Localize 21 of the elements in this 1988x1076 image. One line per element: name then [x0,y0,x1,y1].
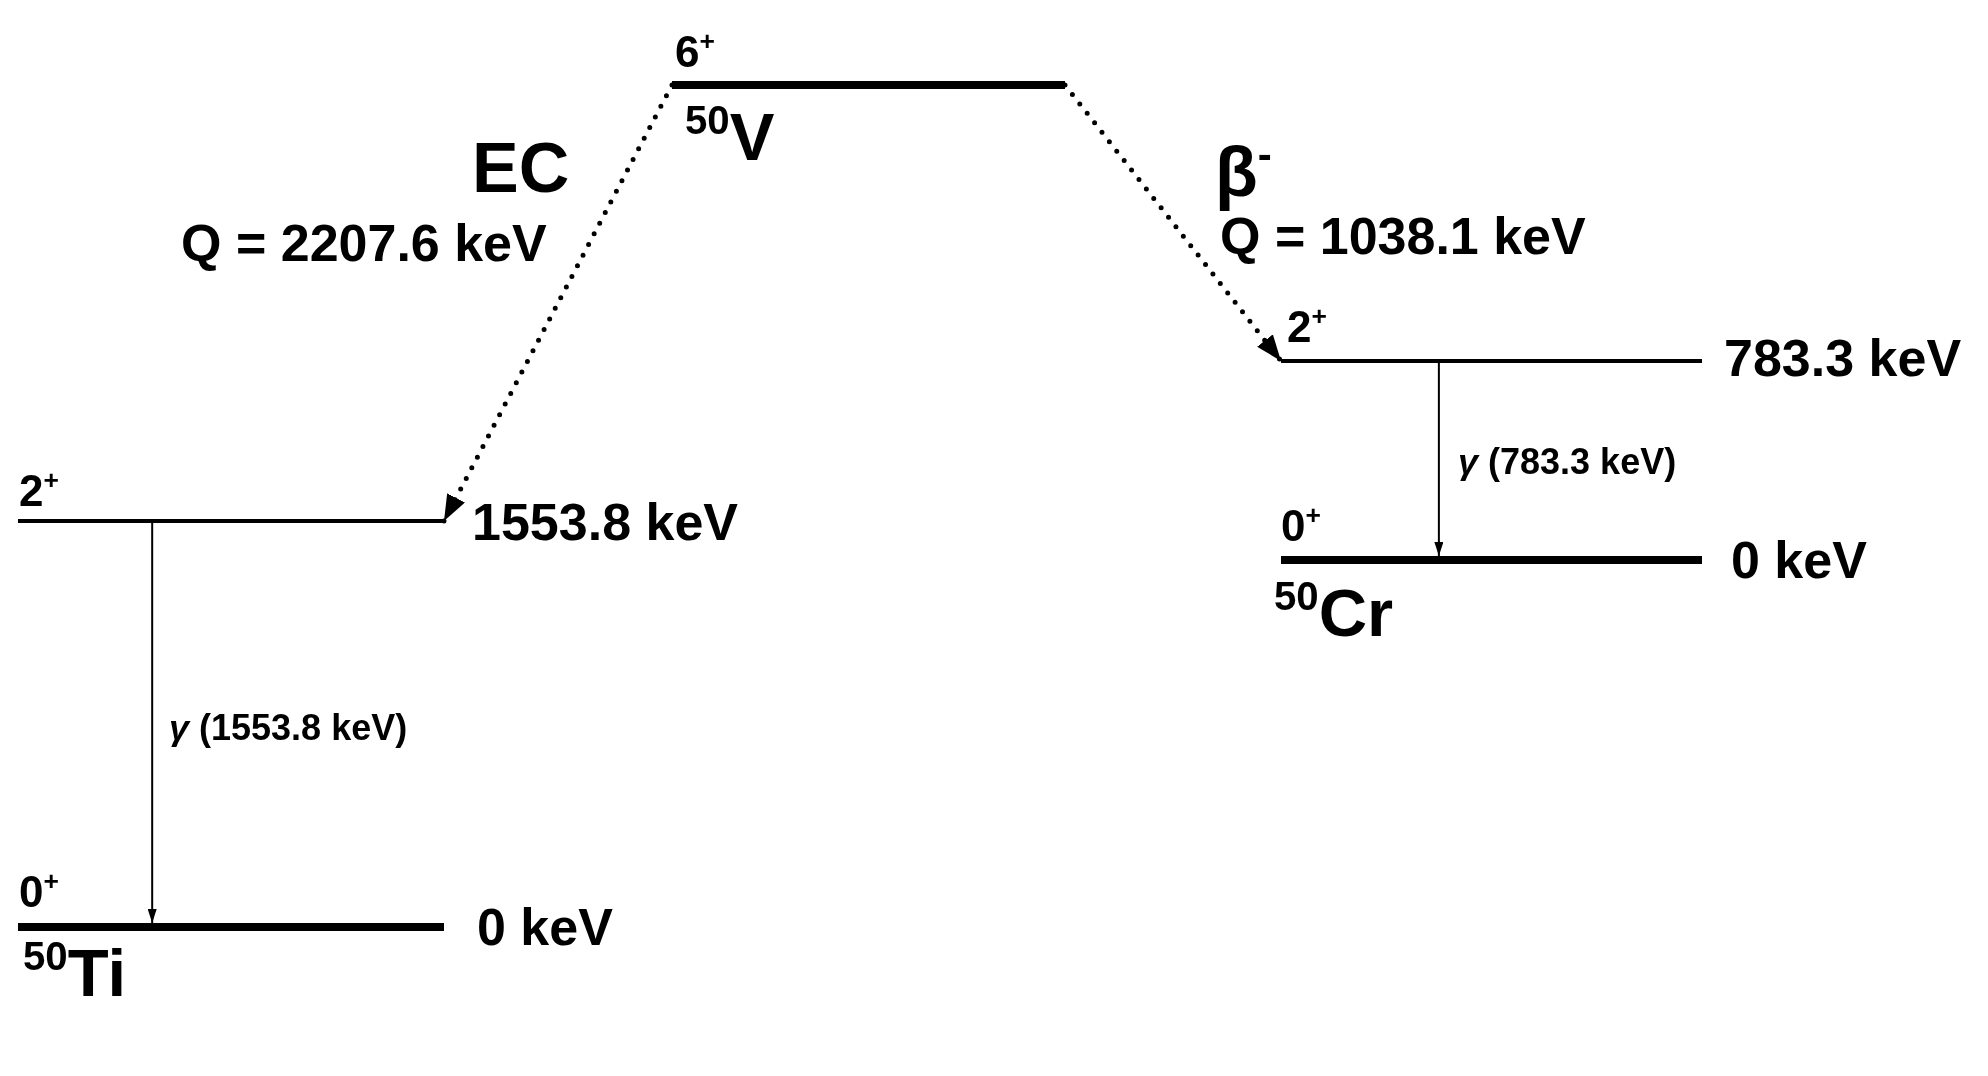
nuclide-label: $^{50}$Cr [1274,579,1394,646]
energy-label: 783.3 keV [1724,332,1962,384]
spin-parity-label: 0$^{+}$ [1281,504,1321,548]
nuclide-label: $^{50}$Ti [23,939,127,1006]
spin-parity-label: 2$^{+}$ [1287,305,1327,349]
decay-arrow [441,82,675,524]
q-value-label: Q = 2207.6 keV [181,217,547,269]
spin-parity-label: 0$^{+}$ [19,870,59,914]
energy-label: 1553.8 keV [472,496,739,548]
gamma-transition-arrow [147,522,157,924]
q-value-label: Q = 1038.1 keV [1220,210,1586,262]
energy-label: 0 keV [1731,534,1867,586]
edge-label: γ (783.3 keV) [1458,444,1677,480]
decay-mode-label: EC [472,133,570,203]
energy-label: 0 keV [477,901,613,953]
edge-label: γ (1553.8 keV) [169,710,408,746]
spin-parity-label: 6$^{+}$ [675,30,715,74]
gamma-transition-arrow [1434,362,1444,557]
decay-arrow [1062,82,1284,364]
nuclide-label: $^{50}$V [685,103,775,170]
spin-parity-label: 2$^{+}$ [19,469,59,513]
